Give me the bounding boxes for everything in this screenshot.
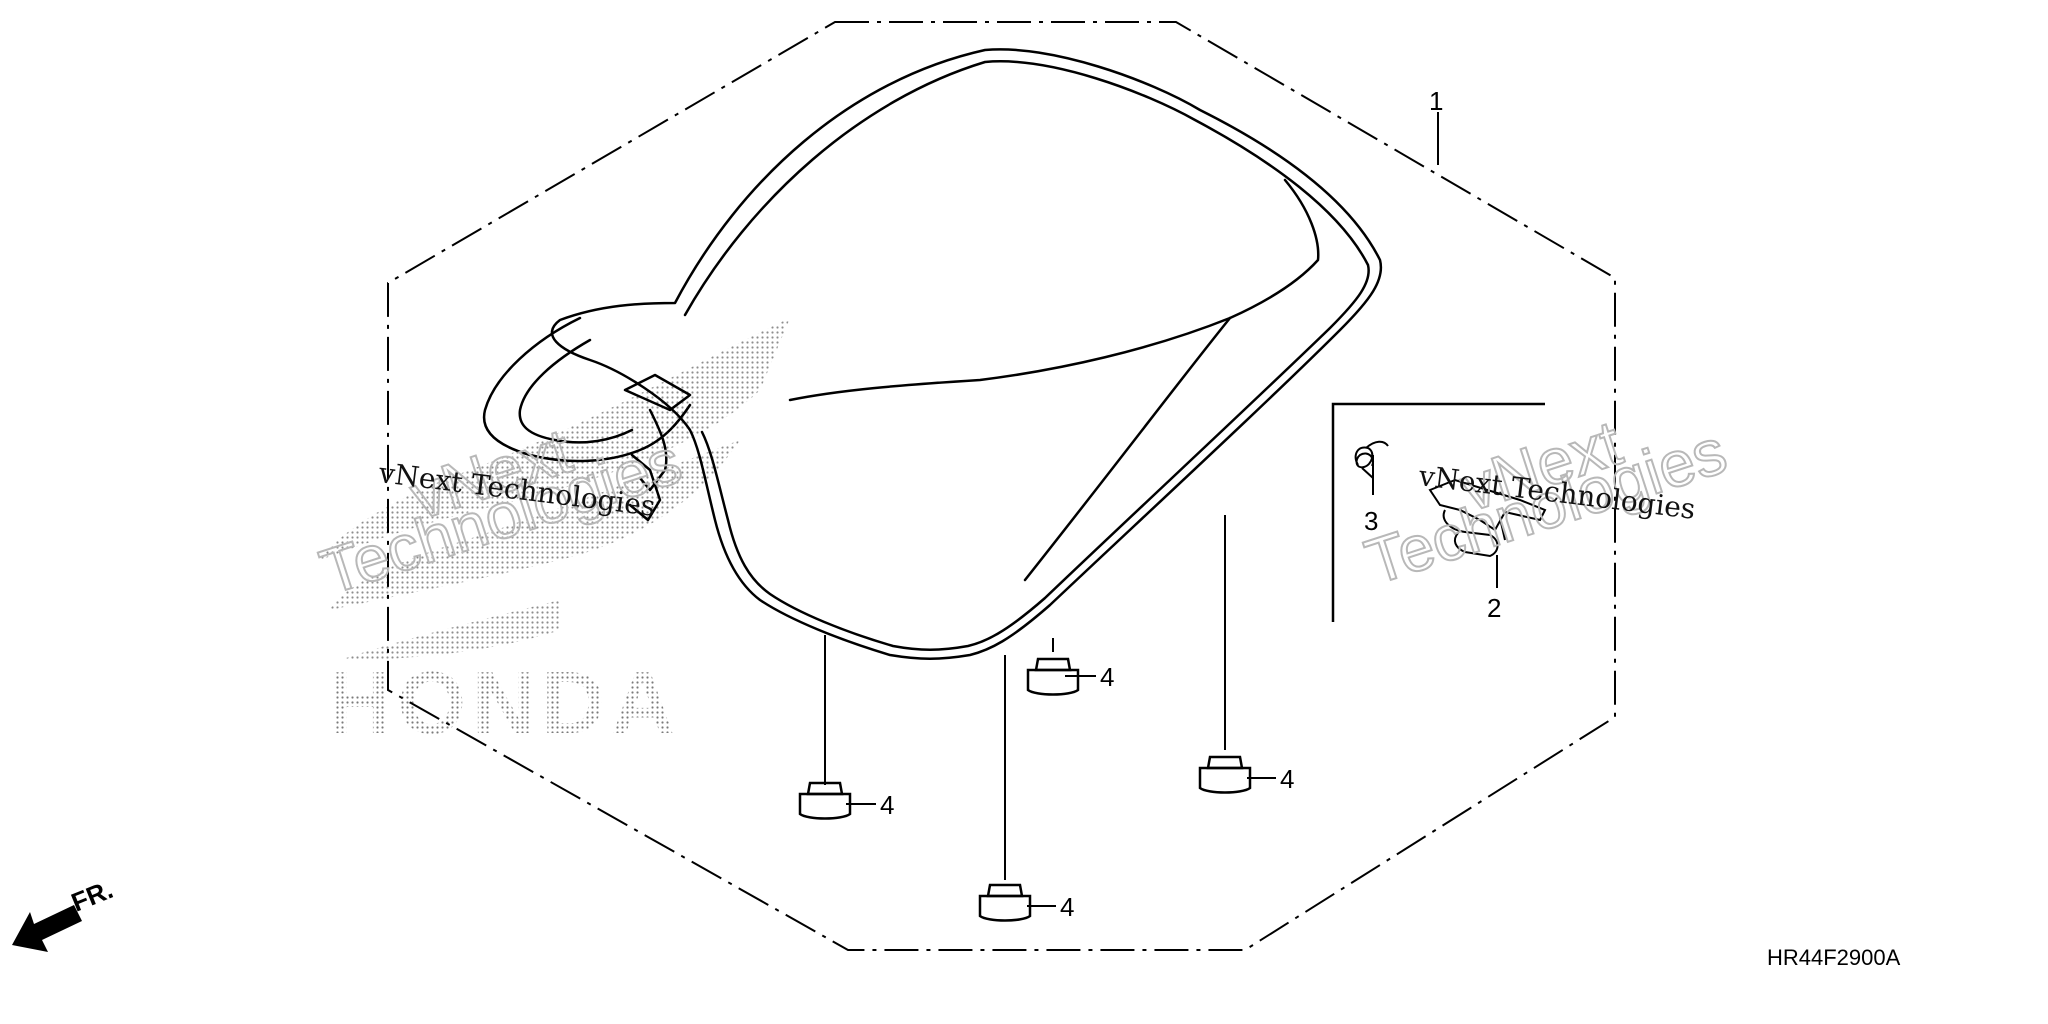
rubber-cushion-d — [1198, 755, 1252, 794]
latch-part — [1428, 478, 1547, 558]
watermark-right: vNext Technologies vNext Technologies — [1356, 405, 1736, 599]
callout-cushion-c: 4 — [1060, 892, 1074, 922]
rubber-cushion-a — [1026, 657, 1080, 696]
callout-seat: 1 — [1429, 86, 1443, 116]
callout-spring: 3 — [1364, 506, 1378, 536]
honda-brand-watermark: HONDA — [328, 653, 681, 752]
assembly-boundary — [387, 21, 1616, 951]
callout-latch: 2 — [1487, 593, 1501, 623]
leader-lines — [824, 112, 1498, 907]
watermark-left: vNext Technologies vNext Technologies — [311, 413, 691, 609]
rubber-cushion-c — [978, 883, 1032, 922]
diagram-code: HR44F2900A — [1767, 945, 1901, 970]
spring-part — [1354, 440, 1389, 479]
rubber-cushion-b — [798, 781, 852, 820]
latch-subassembly-box — [1331, 402, 1545, 622]
callout-cushion-d: 4 — [1280, 764, 1294, 794]
front-arrow-icon: FR. — [12, 874, 117, 952]
callout-cushion-b: 4 — [880, 790, 894, 820]
callout-cushion-a: 4 — [1100, 662, 1114, 692]
seat-part — [482, 48, 1383, 660]
